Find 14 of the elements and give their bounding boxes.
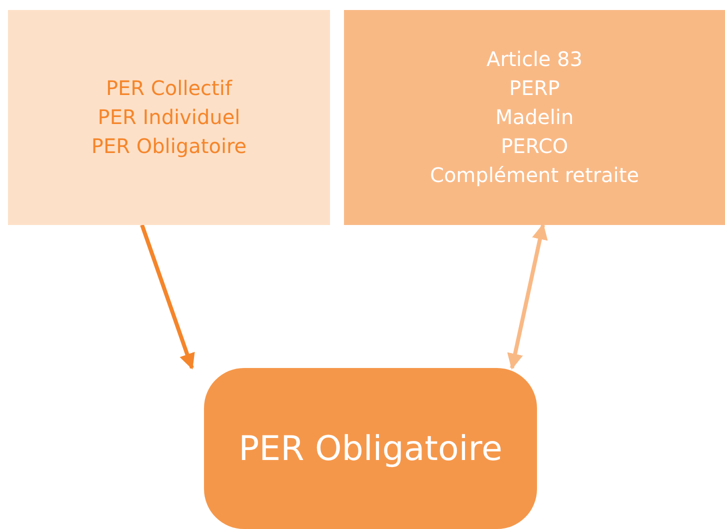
source-box — [8, 10, 330, 225]
node-text: PERCO — [500, 133, 568, 160]
node-text: PER Obligatoire — [91, 133, 247, 160]
node-text: PERP — [509, 75, 560, 102]
node-text: PER Collectif — [106, 75, 232, 102]
arrow — [140, 224, 195, 370]
node-text: PER Individuel — [98, 104, 240, 131]
node-text: PER Obligatoire — [238, 428, 502, 470]
node-text: Madelin — [495, 104, 574, 131]
target-box — [204, 368, 537, 529]
arrow — [507, 223, 548, 370]
node-text: Complément retraite — [430, 162, 639, 189]
node-text: Article 83 — [486, 46, 582, 73]
source-box — [344, 10, 725, 225]
